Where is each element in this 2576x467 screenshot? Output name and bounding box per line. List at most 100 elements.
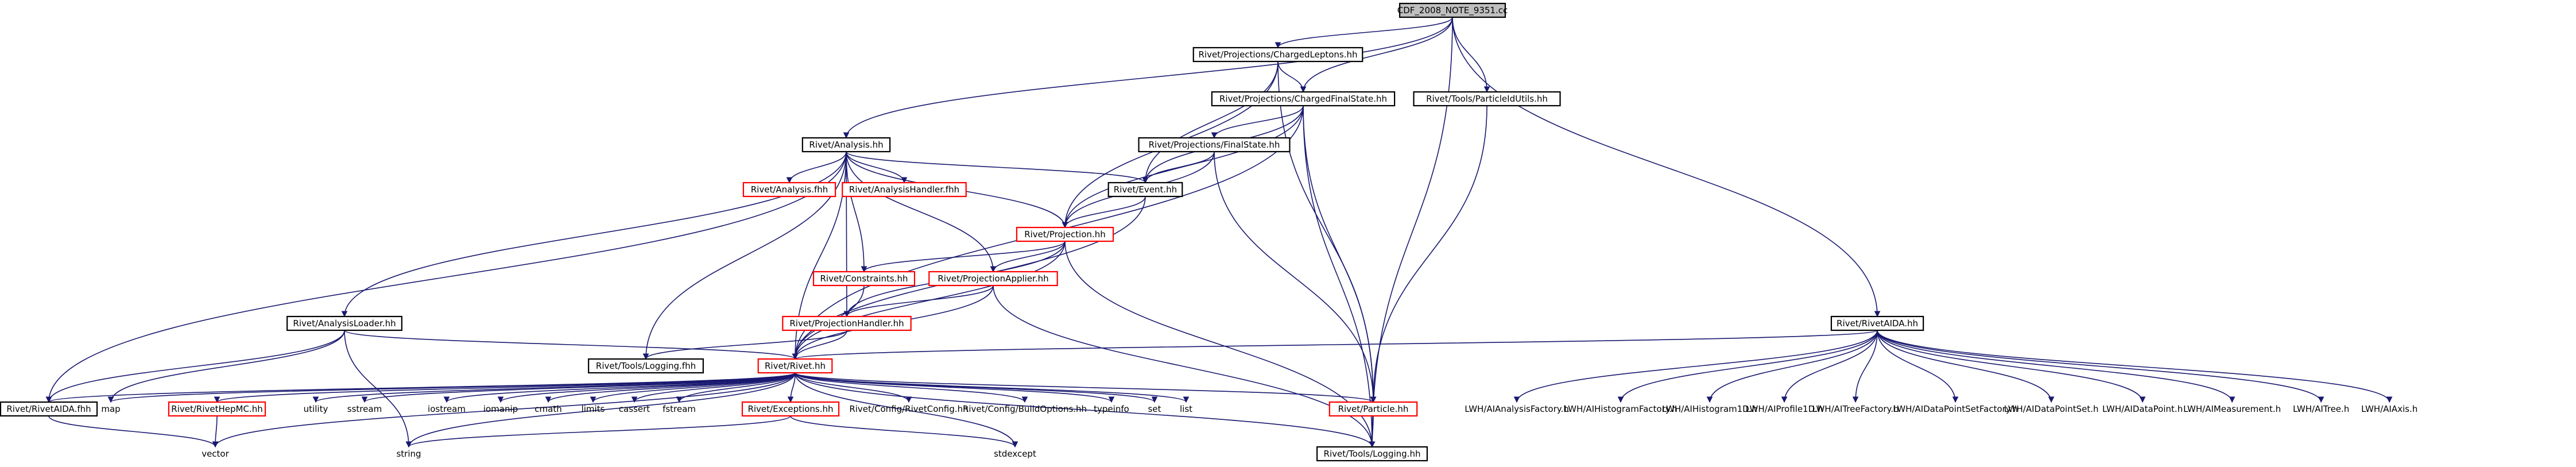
node-label: Rivet/Event.hh [1114,184,1177,195]
node-rivet-rivetaida-fhh[interactable]: Rivet/RivetAIDA.fhh [0,401,98,417]
node-rivet-projections-finalstate-hh[interactable]: Rivet/Projections/FinalState.hh [1138,137,1291,153]
node-rivet-analysis-fhh[interactable]: Rivet/Analysis.fhh [742,182,836,198]
node-label: Rivet/Projections/ChargedLeptons.hh [1198,49,1357,60]
node-label: Rivet/AnalysisHandler.fhh [849,184,959,195]
node-label: Rivet/Config/BuildOptions.hh [963,404,1087,414]
edge-exc-to-string [408,415,791,447]
edge-rivet-to-tlog [795,372,1373,447]
node-rivet-projections-chargedleptons-hh[interactable]: Rivet/Projections/ChargedLeptons.hh [1192,47,1363,63]
node-rivet-rivet-hh[interactable]: Rivet/Rivet.hh [757,358,833,374]
arrowhead-rivet-to-cmath [545,396,552,403]
node-typeinfo: typeinfo [1094,404,1129,414]
arrowhead-rivet-to-exc [787,396,794,403]
edge-ryh-to-aaxis [1877,330,2390,403]
node-label: Rivet/RivetAIDA.fhh [6,404,91,414]
edge-ryh-to-ahfac [1620,330,1878,403]
node-label: Rivet/Tools/Logging.fhh [596,361,696,371]
edge-root-to-ana [846,17,1453,138]
edge-al-to-raf [48,330,345,403]
edge-ryh-to-ameas [1877,330,2233,403]
edge-rivet-to-vector [215,372,796,447]
edge-proj-to-cons [863,241,1066,272]
node-box [0,401,98,417]
node-rivet-event-hh[interactable]: Rivet/Event.hh [1107,182,1183,198]
node-rivet-projections-chargedfinalstate-hh[interactable]: Rivet/Projections/ChargedFinalState.hh [1211,91,1396,107]
node-rivet-constraints-hh[interactable]: Rivet/Constraints.hh [812,271,916,287]
dependency-edges [45,17,2393,448]
node-label: vector [202,449,229,459]
node-rivet-tools-logging-hh[interactable]: Rivet/Tools/Logging.hh [1316,446,1428,462]
node-box [1328,401,1418,417]
arrowhead-proj-to-papp [990,266,997,273]
node-label: LWH/AIHistogramFactory.h [1564,404,1678,414]
node-list: list [1180,404,1192,414]
node-label: LWH/AIDataPointSet.h [2004,404,2099,414]
node-limits: limits [582,404,605,414]
node-box [168,401,266,417]
node-rivet-tools-logging-fhh[interactable]: Rivet/Tools/Logging.fhh [588,358,704,374]
node-label: LWH/AITree.h [2293,404,2349,414]
node-rivet-analysis-hh[interactable]: Rivet/Analysis.hh [801,137,891,153]
node-lwh-aidatapointsetfactory-h: LWH/AIDataPointSetFactory.h [1893,404,2017,414]
edge-ryh-to-adp [1877,330,2143,403]
node-rivet-analysisloader-hh[interactable]: Rivet/AnalysisLoader.hh [286,315,402,331]
node-label: Rivet/Projections/ChargedFinalState.hh [1219,94,1387,104]
node-label: Rivet/Rivet.hh [765,361,826,371]
arrowhead-ryh-to-ameas [2229,396,2236,403]
edge-ana-to-cons [846,151,865,272]
arrowhead-rivet-to-iomanip [497,396,504,403]
arrowhead-ph-to-tlf [642,353,649,360]
node-label: utility [304,404,328,414]
node-rivet-tools-particleidutils-hh[interactable]: Rivet/Tools/ParticleIdUtils.hh [1413,91,1561,107]
node-lwh-aitreefactory-h: LWH/AITreeFactory.h [1812,404,1899,414]
arrowhead-proj-to-cons [861,266,867,273]
node-label: Rivet/RivetAIDA.hh [1837,318,1918,329]
arrowhead-ev-to-proj [1062,222,1068,229]
edge-rivet-to-rhm [216,372,796,403]
node-label: Rivet/Exceptions.hh [747,404,833,414]
node-rivet-projectionapplier-hh[interactable]: Rivet/ProjectionApplier.hh [928,271,1058,287]
node-label: LWH/AIHistogram1D.h [1662,404,1757,414]
node-rivet-rivethepmc-hh[interactable]: Rivet/RivetHepMC.hh [168,401,266,417]
node-label: string [396,449,421,459]
arrowhead-root-to-pu [1483,86,1490,93]
node-cdf-2008-note-9351-cc[interactable]: CDF_2008_NOTE_9351.cc [1397,2,1508,18]
node-iostream: iostream [428,404,466,414]
node-rivet-exceptions-hh[interactable]: Rivet/Exceptions.hh [741,401,840,417]
node-label: cmath [534,404,561,414]
node-box [782,315,912,331]
edge-ryh-to-ah1 [1709,330,1878,403]
edge-ryh-to-aaf [1516,330,1878,403]
arrowhead-ryh-to-rivet [792,353,799,360]
arrowhead-rhm-to-vector [212,441,219,448]
arrowhead-ryh-to-adps [2048,396,2055,403]
arrowhead-rivet-to-iostream [443,396,450,403]
arrowhead-chl-to-cfs [1300,86,1307,93]
node-box [1138,137,1291,153]
node-rivet-projection-hh[interactable]: Rivet/Projection.hh [1016,226,1114,242]
edge-proj-to-tlog [1064,241,1373,447]
node-rivet-projectionhandler-hh[interactable]: Rivet/ProjectionHandler.hh [782,315,912,331]
node-rivet-config-rivetconfig-hh: Rivet/Config/RivetConfig.hh [849,404,968,414]
arrowhead-ryh-to-aaf [1513,396,1520,403]
edge-ana-to-al [344,151,847,317]
node-fstream: fstream [663,404,696,414]
edge-ph-to-tlf [645,330,847,360]
node-label: fstream [663,404,696,414]
node-box [286,315,402,331]
node-rivet-particle-hh[interactable]: Rivet/Particle.hh [1328,401,1418,417]
edge-chl-to-cfs [1277,61,1304,92]
arrowhead-rivet-to-rhm [214,396,220,403]
node-box [742,182,836,198]
edge-rivet-to-bo [795,372,1025,403]
edge-rivet-to-string [408,372,796,447]
node-label: LWH/AITreeFactory.h [1812,404,1899,414]
node-rivet-analysishandler-fhh[interactable]: Rivet/AnalysisHandler.fhh [842,182,967,198]
node-rivet-rivetaida-hh[interactable]: Rivet/RivetAIDA.hh [1830,315,1924,331]
node-label: iomanip [483,404,518,414]
node-box [842,182,967,198]
node-label: LWH/AIAnalysisFactory.h [1465,404,1569,414]
arrowhead-rivet-to-limits [590,396,596,403]
arrowhead-exc-to-stdexcept [1012,441,1018,448]
